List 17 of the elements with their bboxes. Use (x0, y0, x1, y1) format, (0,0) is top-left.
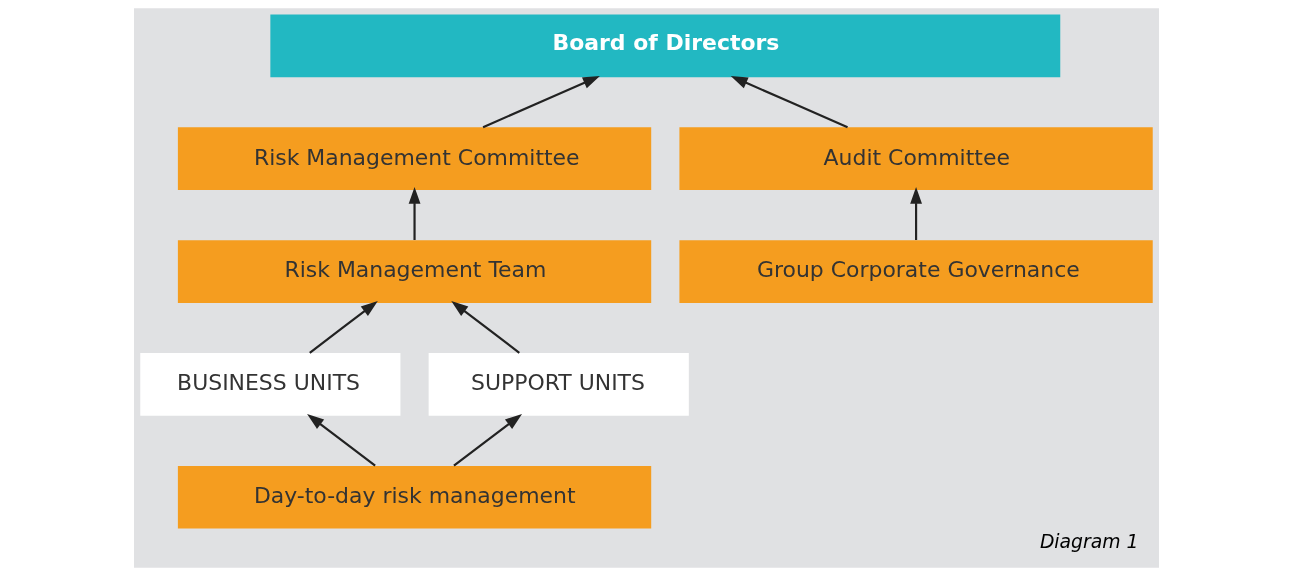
arrow (450, 301, 520, 354)
node-box: BUSINESS UNITS (139, 353, 400, 416)
node-box: Risk Management Committee (177, 127, 651, 191)
node-box: Board of Directors (269, 14, 1060, 78)
arrow (482, 76, 600, 129)
node-box: SUPPORT UNITS (428, 353, 689, 416)
arrow (730, 76, 848, 129)
node-box: Day-to-day risk management (177, 465, 651, 529)
arrow (408, 186, 420, 240)
node-box: Risk Management Team (177, 240, 651, 303)
node-box: Audit Committee (678, 127, 1153, 191)
caption: Diagram 1 (1039, 531, 1139, 553)
arrow (308, 301, 378, 354)
node-box: Group Corporate Governance (678, 240, 1153, 303)
arrow (909, 186, 922, 240)
arrow (452, 413, 522, 467)
arrow (306, 413, 376, 467)
